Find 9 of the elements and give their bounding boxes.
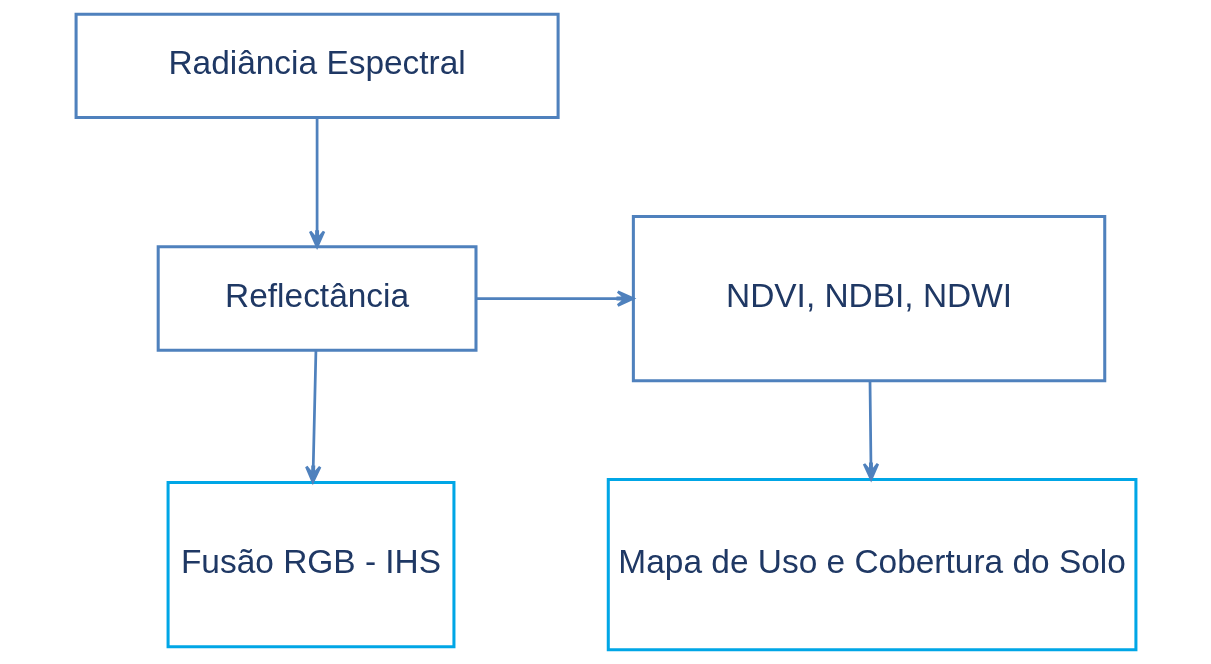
arrow — [475, 290, 634, 307]
node-box: NDVI, NDBI, NDWI — [631, 214, 1106, 383]
arrow — [862, 381, 879, 481]
arrow — [308, 117, 325, 249]
arrow — [304, 350, 321, 484]
node-box: Reflectância — [156, 245, 477, 352]
node-box: Radiância Espectral — [74, 12, 560, 120]
node-box: Fusão RGB - IHS — [166, 481, 455, 649]
node-box: Mapa de Uso e Cobertura do Solo — [606, 478, 1137, 652]
